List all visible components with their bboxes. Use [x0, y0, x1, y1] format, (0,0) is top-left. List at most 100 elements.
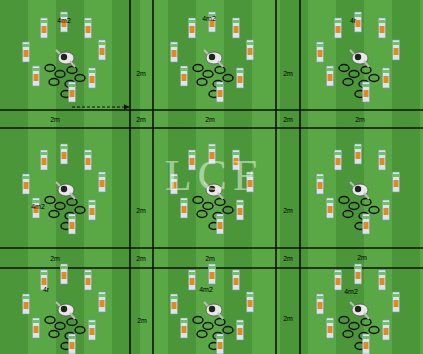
grid-line [0, 247, 423, 249]
agility-ring [343, 211, 353, 218]
player-figure [350, 50, 369, 67]
pole-marker [171, 42, 178, 62]
agility-ring [215, 199, 225, 206]
pole-marker [89, 68, 96, 88]
agility-ring [45, 317, 55, 324]
dimension-label: 2m [357, 254, 367, 261]
pole-marker [335, 270, 342, 290]
agility-ring [213, 213, 223, 220]
pole-marker [33, 66, 40, 86]
pole-marker [189, 270, 196, 290]
dimension-label: 2m [136, 70, 146, 77]
grid-line [0, 109, 423, 111]
grass-stripe [112, 0, 140, 354]
pole-marker [363, 214, 370, 234]
pole-marker [85, 270, 92, 290]
agility-ring [49, 79, 59, 86]
pole-marker [99, 40, 106, 60]
grid-line [0, 127, 423, 129]
player-figure [204, 50, 223, 67]
pole-marker [335, 18, 342, 38]
agility-ring [203, 71, 213, 78]
dimension-label: 4m2 [344, 288, 358, 295]
pole-marker [233, 18, 240, 38]
agility-ring [213, 333, 223, 340]
pole-marker [69, 82, 76, 102]
pole-marker [171, 294, 178, 314]
grid-line [152, 0, 154, 354]
dimension-label: 4m2 [57, 17, 71, 24]
agility-ring [361, 67, 371, 74]
drill-cell [317, 144, 400, 234]
pole-marker [383, 68, 390, 88]
pole-marker [181, 66, 188, 86]
grass-stripe [308, 0, 336, 354]
dimension-label: 4m2 [199, 286, 213, 293]
player-figure [56, 302, 75, 319]
pole-marker [363, 334, 370, 354]
agility-ring [75, 75, 85, 82]
agility-ring [65, 213, 75, 220]
pole-marker [181, 198, 188, 218]
agility-ring [75, 207, 85, 214]
grass-stripe [280, 0, 308, 354]
pole-marker [41, 150, 48, 170]
grid-line [275, 0, 277, 354]
pole-marker [317, 294, 324, 314]
agility-ring [343, 331, 353, 338]
pole-marker [379, 18, 386, 38]
agility-ring [223, 207, 233, 214]
agility-ring [369, 207, 379, 214]
grass-stripe [56, 0, 84, 354]
agility-ring [359, 81, 369, 88]
agility-ring [213, 81, 223, 88]
pole-marker [355, 264, 362, 284]
pole-marker [181, 318, 188, 338]
agility-ring [359, 333, 369, 340]
pole-marker [247, 292, 254, 312]
pole-marker [99, 292, 106, 312]
pole-marker [23, 294, 30, 314]
agility-ring [349, 323, 359, 330]
pole-marker [69, 334, 76, 354]
pole-marker [23, 174, 30, 194]
pole-marker [383, 320, 390, 340]
agility-ring [349, 203, 359, 210]
pole-marker [393, 292, 400, 312]
run-arrow [72, 106, 129, 107]
player-figure [350, 302, 369, 319]
dimension-label: 4r [350, 17, 356, 24]
pole-marker [327, 66, 334, 86]
dimension-label: 2m [283, 70, 293, 77]
dimension-label: 2m [355, 116, 365, 123]
agility-ring [45, 65, 55, 72]
agility-ring [215, 67, 225, 74]
agility-ring [223, 327, 233, 334]
pole-marker [317, 42, 324, 62]
pole-marker [99, 172, 106, 192]
dimension-label: 4m2 [31, 203, 45, 210]
grid-line [129, 0, 131, 354]
dimension-label: 2m [205, 116, 215, 123]
agility-ring [75, 327, 85, 334]
dimension-label: 2m [283, 207, 293, 214]
dimension-label: 2m [50, 255, 60, 262]
pole-marker [33, 318, 40, 338]
agility-ring [55, 323, 65, 330]
agility-ring [197, 79, 207, 86]
agility-ring [339, 65, 349, 72]
dimension-label: 2m [283, 116, 293, 123]
dimension-label: 2m [136, 255, 146, 262]
drill-cell [317, 12, 400, 102]
grass-stripe [140, 0, 168, 354]
pole-marker [89, 320, 96, 340]
pole-marker [317, 174, 324, 194]
grid-line [299, 0, 301, 354]
agility-ring [359, 213, 369, 220]
grass-stripe [364, 0, 392, 354]
pole-marker [335, 150, 342, 170]
dimension-label: 4r [43, 286, 49, 293]
pole-marker [23, 42, 30, 62]
agility-ring [369, 75, 379, 82]
pole-marker [237, 320, 244, 340]
